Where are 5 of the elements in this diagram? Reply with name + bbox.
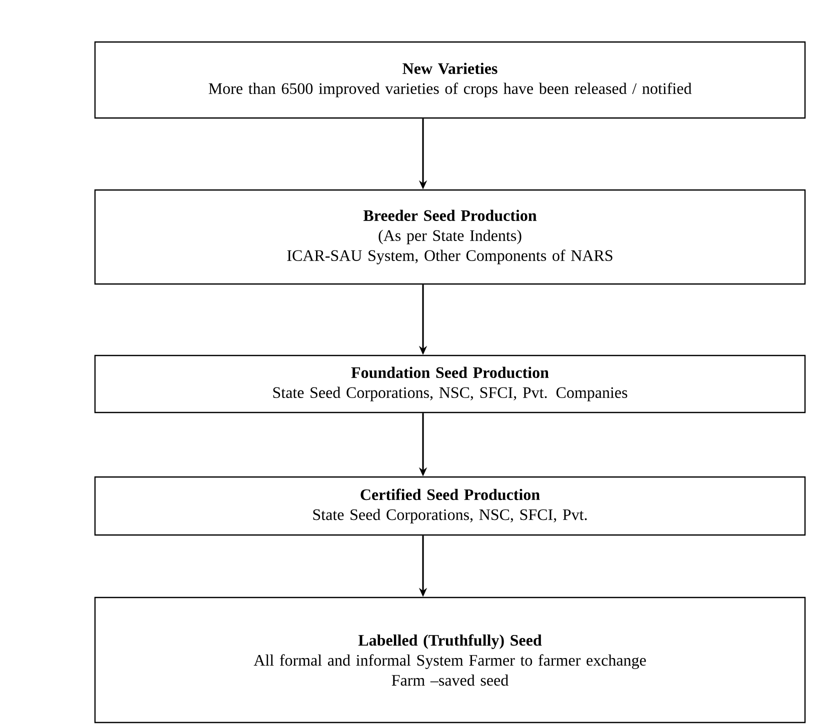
process-box: Certified Seed Production State Seed Corporations, NSC, SFCI, Pvt.: [94, 476, 806, 536]
process-box: Labelled (Truthfully) Seed All formal and informal System Farmer to farmer exchange Farm –saved seed: [94, 596, 806, 724]
process-box: Breeder Seed Production (As per State Indents) ICAR-SAU System, Other Components of NARS: [94, 189, 806, 285]
process-box: Foundation Seed Production State Seed Corporations, NSC, SFCI, Pvt. Companies: [94, 354, 806, 414]
process-box: New Varieties More than 6500 improved varieties of crops have been released / notified: [94, 41, 806, 119]
